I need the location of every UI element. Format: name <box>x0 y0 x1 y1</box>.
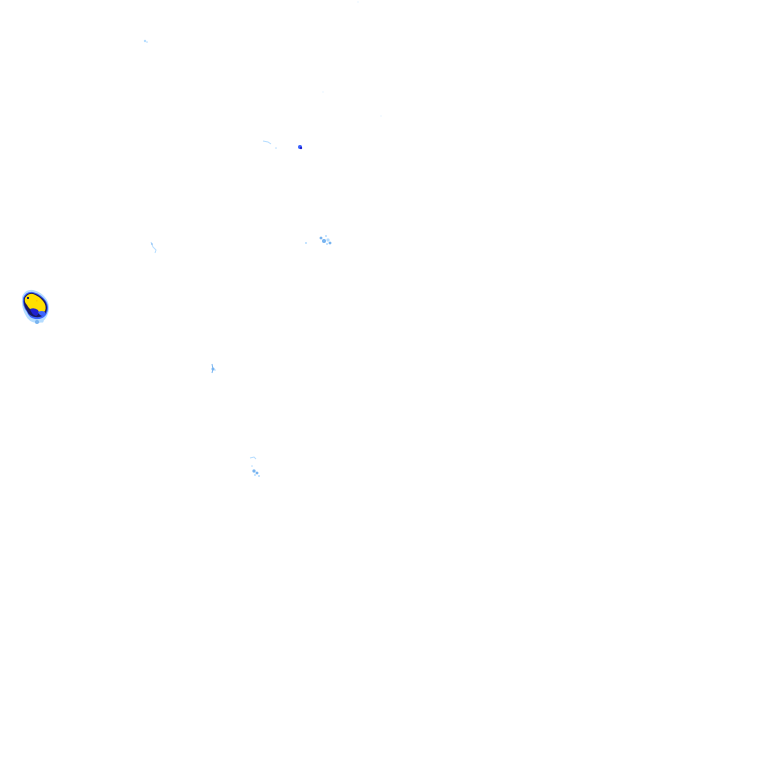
echo-cluster-mid-center <box>305 235 332 245</box>
echo-speck-south-center <box>211 363 216 374</box>
echo-cluster-mid-left <box>150 241 157 254</box>
echo-cluster-upper-center <box>262 140 303 150</box>
echo-cluster-south <box>249 456 260 477</box>
storm-cell-west <box>21 289 49 324</box>
light-echo-cluster-north <box>143 1 382 117</box>
